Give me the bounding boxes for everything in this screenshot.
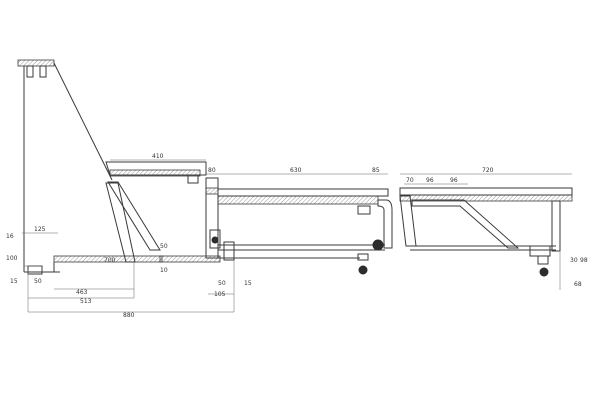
dim-15a: 15 (10, 278, 18, 285)
dim-70: 70 (406, 177, 414, 184)
dim-98: 98 (580, 257, 588, 264)
dim-10: 10 (160, 267, 168, 274)
dim-96a: 96 (426, 177, 434, 184)
dim-50c: 50 (218, 280, 226, 287)
dim-96b: 96 (450, 177, 458, 184)
dim-410: 410 (152, 153, 164, 160)
dim-68: 68 (574, 281, 582, 288)
dim-720: 720 (482, 167, 494, 174)
dim-30: 30 (570, 257, 578, 264)
dim-513: 513 (80, 298, 92, 305)
dim-15b: 15 (244, 280, 252, 287)
middle-section (205, 177, 393, 275)
dim-125: 125 (34, 226, 46, 233)
dim-463: 463 (76, 289, 88, 296)
base-rail (27, 255, 221, 275)
dim-50a: 50 (34, 278, 42, 285)
dim-630: 630 (290, 167, 302, 174)
dim-700: 700 (104, 257, 116, 264)
dim-100: 100 (6, 255, 18, 262)
dim-50b: 50 (160, 243, 168, 250)
seat-cushion (105, 161, 207, 263)
footrest-section (399, 187, 573, 277)
dim-80: 80 (208, 167, 216, 174)
dim-16: 16 (6, 233, 14, 240)
backrest-frame (17, 59, 113, 273)
dim-85: 85 (372, 167, 380, 174)
dim-105: 105 (214, 291, 226, 298)
dimension-lines (22, 159, 572, 313)
dimension-labels: 410 630 720 80 85 70 96 96 125 16 100 15… (6, 153, 588, 319)
dim-880: 880 (123, 312, 135, 319)
